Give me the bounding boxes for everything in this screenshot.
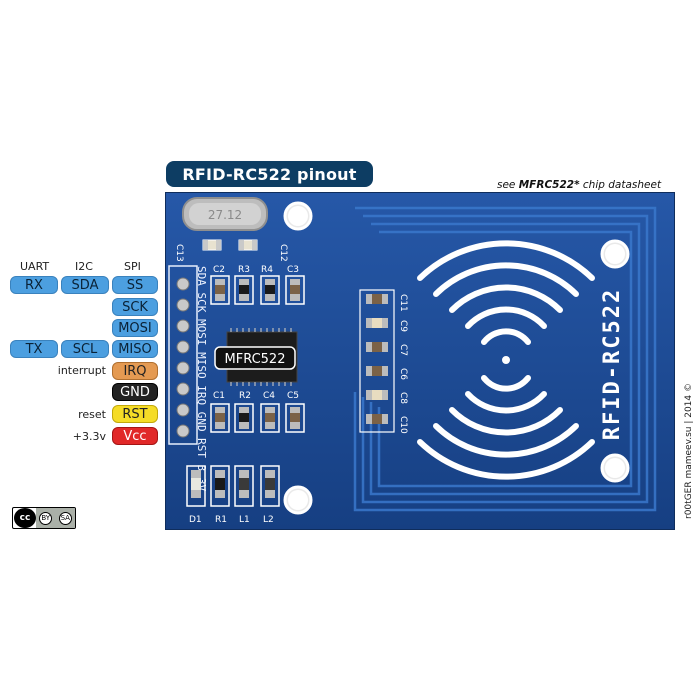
spi-heading: SPI (124, 260, 141, 273)
pin-gnd: GND (112, 383, 158, 401)
diagram-title: RFID-RC522 pinout (166, 161, 373, 187)
sa-icon: SA (58, 511, 72, 525)
svg-text:D1: D1 (189, 515, 202, 525)
svg-text:L2: L2 (263, 515, 274, 525)
svg-text:C13: C13 (174, 244, 184, 262)
svg-text:27.12: 27.12 (208, 208, 242, 222)
component-blocks-top (210, 275, 305, 305)
svg-text:C1: C1 (213, 391, 225, 401)
svg-text:C10: C10 (398, 416, 408, 434)
capacitor-column: C11 C9 C7 C6 C8 C10 (359, 289, 408, 434)
pin-tx: TX (10, 340, 58, 358)
rfid-wave-icon (417, 240, 595, 480)
pin-ss: SS (112, 276, 158, 294)
pin-irq: IRQ (112, 362, 158, 380)
cc-license-icon: cc BY SA (12, 507, 76, 529)
author-credit: r00tGER mameev.su | 2014 © (684, 383, 694, 519)
svg-text:R1: R1 (215, 515, 227, 525)
svg-text:SDA SCK MOSI MISO IRQ GND RST: SDA SCK MOSI MISO IRQ GND RST 3.3V (195, 266, 208, 492)
svg-text:R4: R4 (261, 265, 273, 275)
i2c-heading: I2C (75, 260, 93, 273)
pin-rx: RX (10, 276, 58, 294)
middle-components: C1 R2 C4 C5 (210, 391, 305, 433)
by-icon: BY (39, 511, 53, 525)
datasheet-note: see MFRC522* chip datasheet (497, 179, 662, 191)
svg-text:C8: C8 (398, 392, 408, 404)
pin-sda: SDA (61, 276, 109, 294)
svg-text:C11: C11 (398, 294, 408, 312)
rfid-board: 27.12 SDA SCK MOSI MISO IRQ GND RST 3.3V… (165, 192, 675, 530)
chip-label: MFRC522 (225, 352, 286, 367)
svg-text:C12: C12 (278, 244, 288, 262)
pin-mosi: MOSI (112, 319, 158, 337)
svg-text:C7: C7 (398, 344, 408, 356)
svg-text:C4: C4 (263, 391, 275, 401)
svg-text:L1: L1 (239, 515, 250, 525)
power-label: +3.3v (72, 430, 106, 443)
board-name: RFID-RC522 (600, 288, 625, 440)
bottom-components: D1 R1 L1 L2 (186, 465, 280, 525)
svg-text:C3: C3 (287, 265, 299, 275)
reset-label: reset (78, 408, 106, 421)
pin-miso: MISO (112, 340, 158, 358)
svg-text:R2: R2 (239, 391, 251, 401)
svg-text:C9: C9 (398, 320, 408, 332)
svg-text:C5: C5 (287, 391, 299, 401)
interrupt-label: interrupt (57, 364, 106, 377)
svg-text:C6: C6 (398, 368, 408, 380)
svg-text:R3: R3 (238, 265, 250, 275)
top-components: C13 C12 C2 R3 R4 C3 (174, 239, 299, 275)
pin-sck: SCK (112, 298, 158, 316)
pin-rst: RST (112, 405, 158, 423)
header-pins (176, 277, 190, 438)
uart-heading: UART (20, 260, 50, 273)
pin-vcc: Vcc (112, 427, 158, 445)
pin-scl: SCL (61, 340, 109, 358)
svg-text:C2: C2 (213, 265, 225, 275)
mounting-holes (283, 201, 630, 515)
